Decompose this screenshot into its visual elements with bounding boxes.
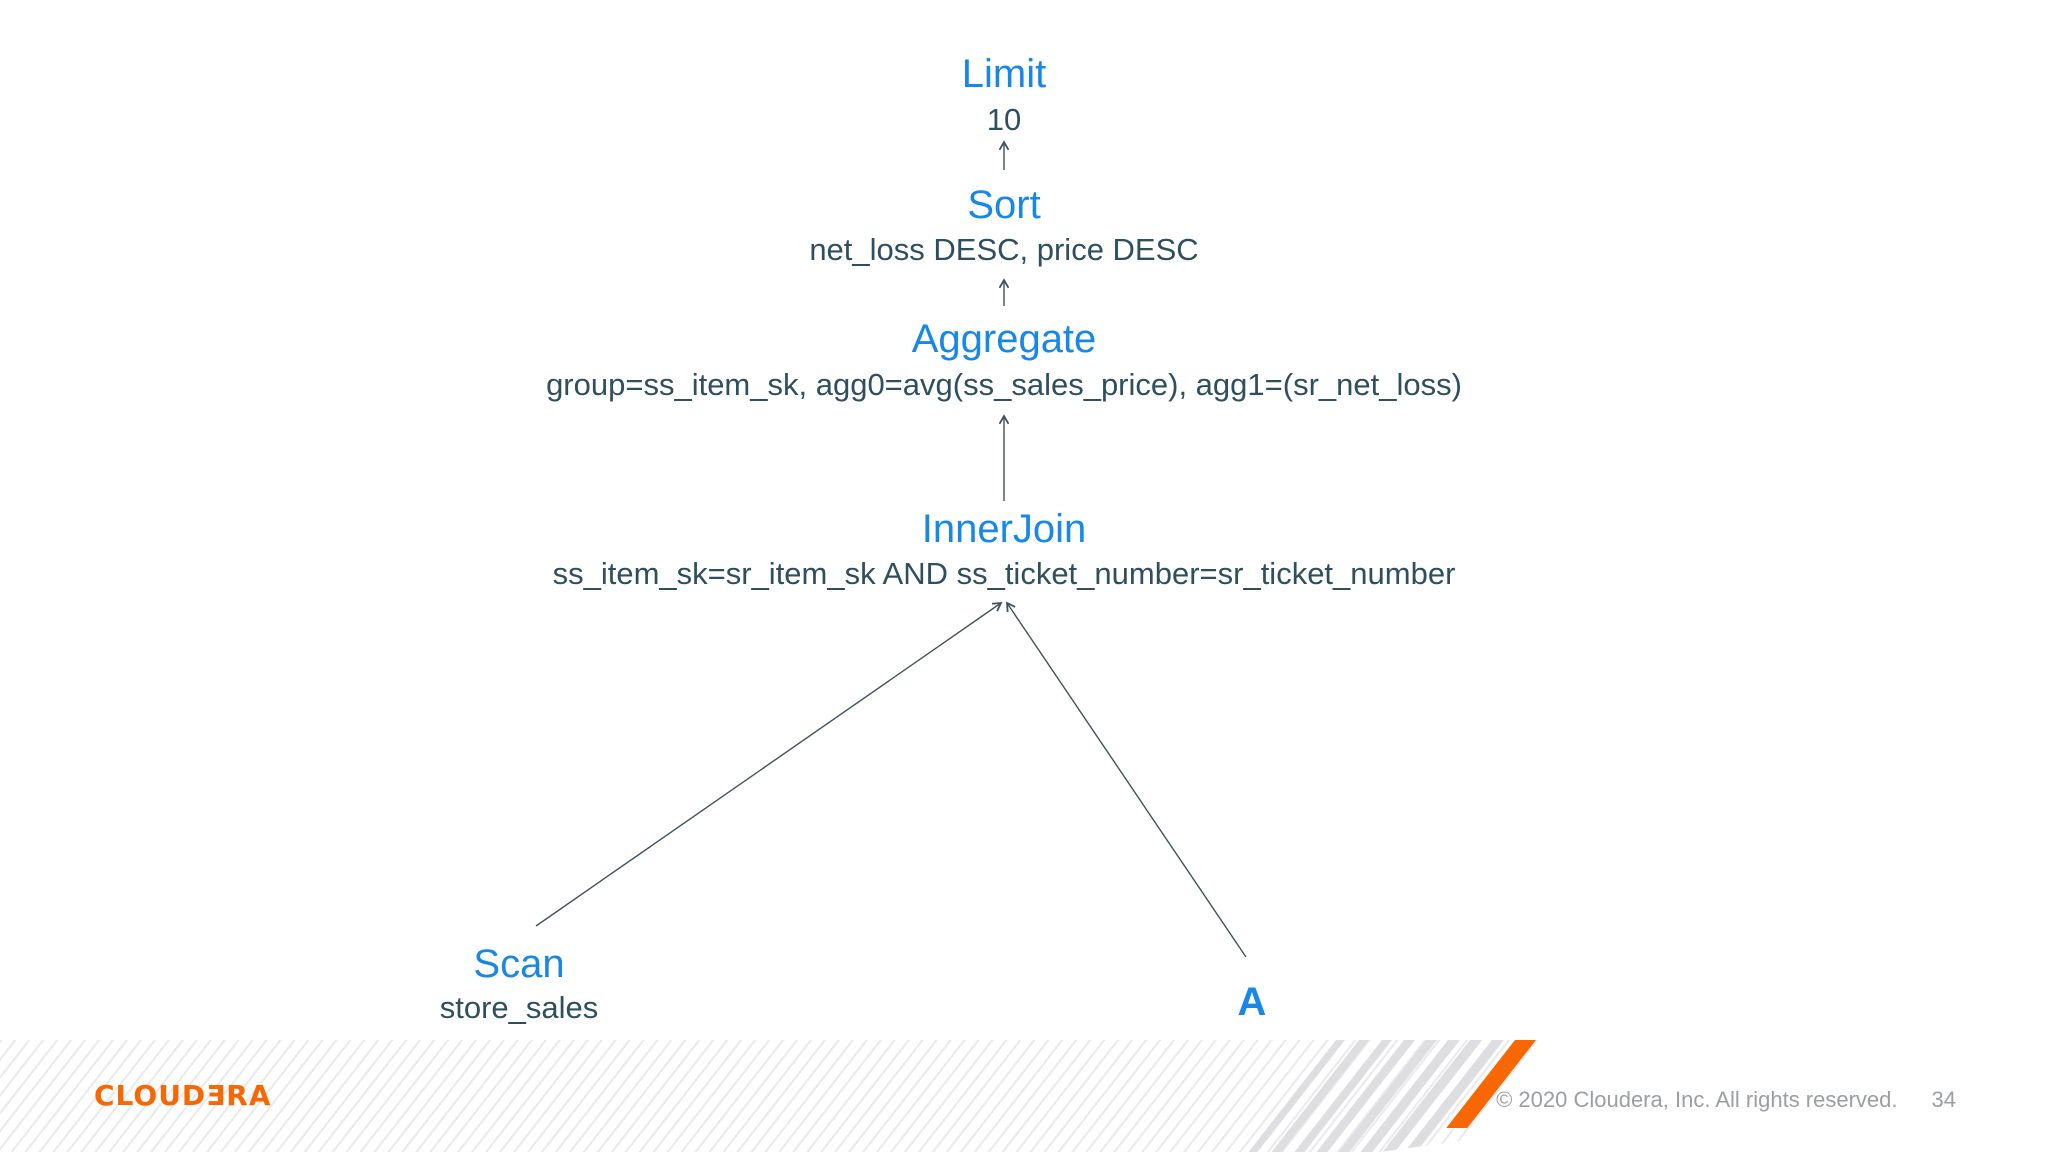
node-innerjoin-detail: ss_item_sk=sr_item_sk AND ss_ticket_numb… [552, 556, 1456, 591]
node-subtree-a-title: A [1237, 980, 1267, 1024]
node-aggregate-title: Aggregate [911, 317, 1097, 361]
cloudera-logo: CLOUDƎRA [94, 1079, 272, 1112]
node-sort-detail: net_loss DESC, price DESC [809, 232, 1199, 267]
node-scan-detail: store_sales [439, 990, 599, 1025]
footer-right: © 2020 Cloudera, Inc. All rights reserve… [1496, 1089, 1956, 1111]
node-innerjoin-title: InnerJoin [921, 507, 1087, 551]
node-sort-title: Sort [967, 183, 1041, 227]
node-limit-detail: 10 [986, 102, 1022, 137]
node-limit-title: Limit [961, 52, 1047, 96]
node-aggregate-detail: group=ss_item_sk, agg0=avg(ss_sales_pric… [546, 367, 1462, 402]
copyright-text: © 2020 Cloudera, Inc. All rights reserve… [1496, 1087, 1898, 1112]
page-number: 34 [1931, 1087, 1956, 1112]
edge-subtree-a-to-innerjoin [1005, 601, 1247, 958]
node-scan-title: Scan [473, 942, 565, 986]
edge-scan-to-innerjoin [535, 601, 1003, 927]
footer-stripe-band [0, 1040, 1548, 1152]
